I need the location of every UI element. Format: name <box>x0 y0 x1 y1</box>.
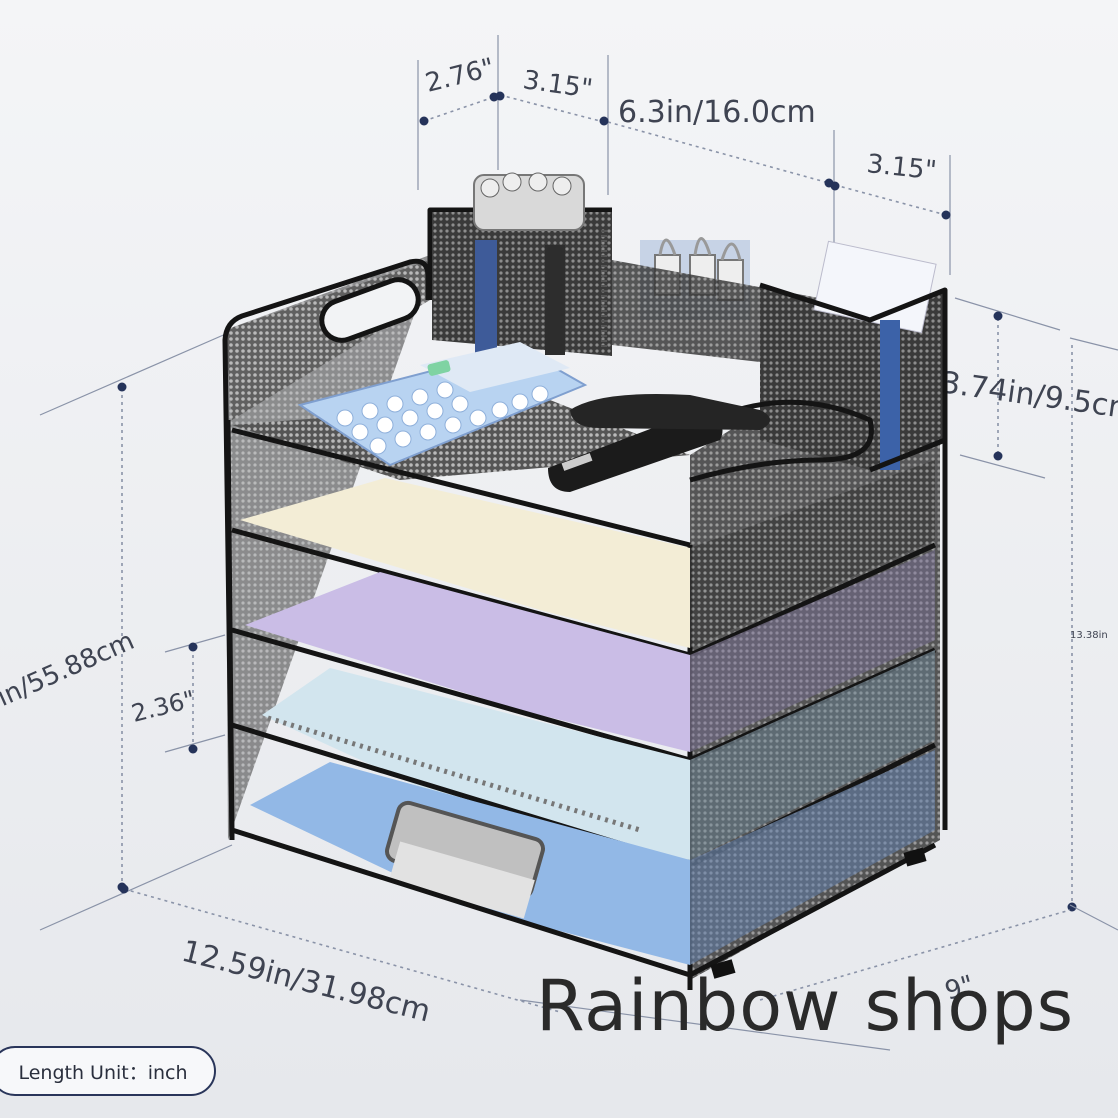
dim-top-right: 3.15" <box>865 149 938 186</box>
dim-top-width: 6.3in/16.0cm <box>618 95 816 130</box>
dimension-lines <box>39 35 1118 1051</box>
pushpin-jar-icon <box>473 172 585 231</box>
desk-organizer-photo <box>222 172 948 990</box>
dim-right-height: 13.38in <box>1070 630 1108 641</box>
calculator-icon <box>297 342 588 467</box>
stapler-icon <box>548 394 770 492</box>
watermark-text: Rainbow shops <box>536 965 1075 1047</box>
length-unit-badge: Length Unit：inch <box>0 1046 216 1096</box>
